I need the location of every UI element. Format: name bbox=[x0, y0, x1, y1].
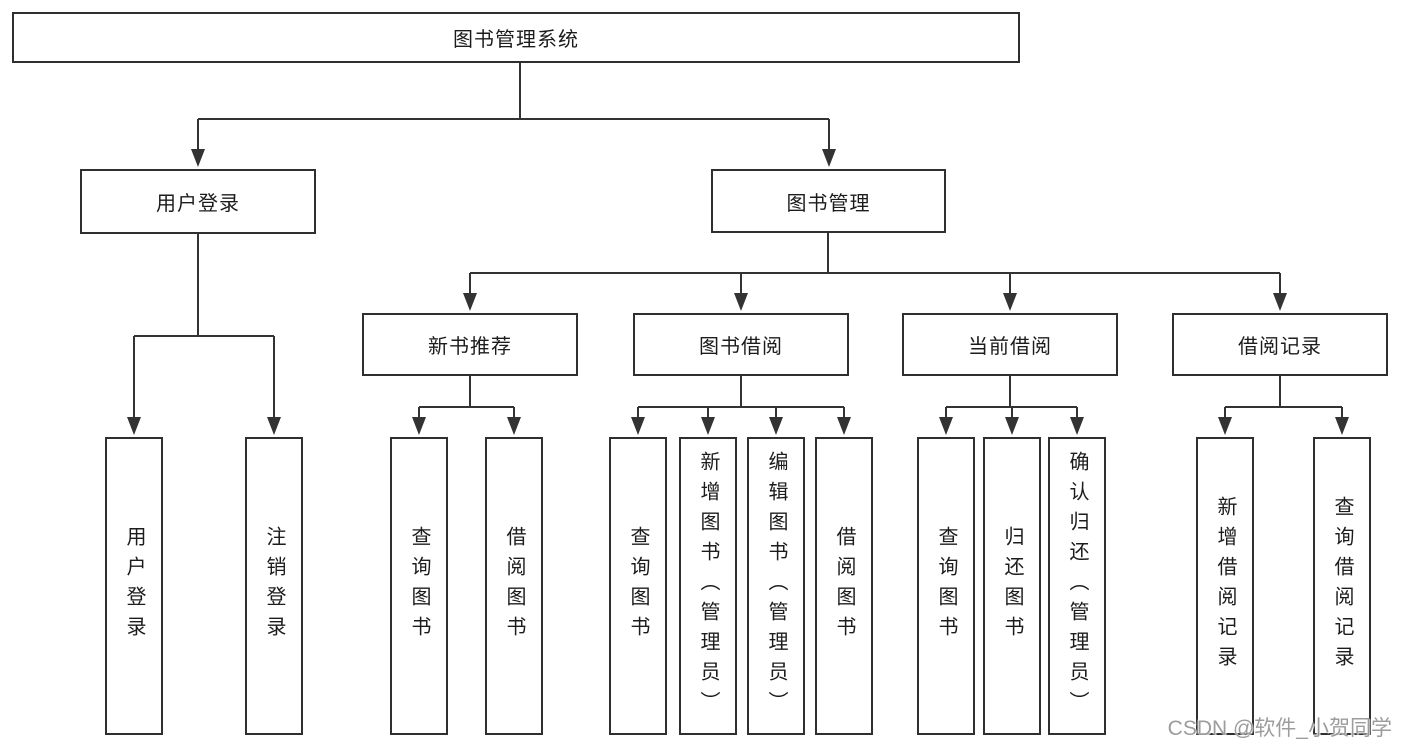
leaf-borrow-books-2-label: 借阅图书 bbox=[833, 526, 855, 646]
leaf-add-books-admin-label: 新增图书（管理员） bbox=[697, 451, 719, 721]
leaf-borrow-books-1-label: 借阅图书 bbox=[503, 526, 525, 646]
leaf-return-books: 归还图书 bbox=[983, 437, 1041, 735]
node-book-borrow: 图书借阅 bbox=[633, 313, 849, 376]
leaf-add-borrow-record: 新增借阅记录 bbox=[1196, 437, 1254, 735]
leaf-borrow-books-1: 借阅图书 bbox=[485, 437, 543, 735]
leaf-logout: 注销登录 bbox=[245, 437, 303, 735]
connector-user-login-to-leaves bbox=[127, 234, 281, 435]
leaf-query-books-1: 查询图书 bbox=[390, 437, 448, 735]
node-borrow-records: 借阅记录 bbox=[1172, 313, 1388, 376]
leaf-confirm-return-admin: 确认归还（管理员） bbox=[1048, 437, 1106, 735]
node-root-label: 图书管理系统 bbox=[453, 29, 579, 51]
node-new-book-recommend: 新书推荐 bbox=[362, 313, 578, 376]
node-root: 图书管理系统 bbox=[12, 12, 1020, 63]
connector-book-management-to-level3 bbox=[463, 233, 1287, 311]
node-book-borrow-label: 图书借阅 bbox=[699, 336, 783, 358]
leaf-query-borrow-record-label: 查询借阅记录 bbox=[1331, 496, 1353, 676]
leaf-query-books-2-label: 查询图书 bbox=[627, 526, 649, 646]
csdn-watermark: CSDN @软件_小贺同学 bbox=[1167, 717, 1392, 740]
leaf-query-borrow-record: 查询借阅记录 bbox=[1313, 437, 1371, 735]
leaf-user-login-label: 用户登录 bbox=[123, 526, 145, 646]
leaf-query-books-3-label: 查询图书 bbox=[935, 526, 957, 646]
connector-root-to-level2 bbox=[191, 63, 836, 167]
node-new-book-recommend-label: 新书推荐 bbox=[428, 336, 512, 358]
node-user-login-label: 用户登录 bbox=[156, 193, 240, 215]
node-borrow-records-label: 借阅记录 bbox=[1238, 336, 1322, 358]
leaf-user-login: 用户登录 bbox=[105, 437, 163, 735]
node-current-borrow-label: 当前借阅 bbox=[968, 336, 1052, 358]
node-book-management-label: 图书管理 bbox=[786, 192, 871, 215]
connector-current-borrow-to-leaves bbox=[939, 376, 1084, 435]
node-user-login: 用户登录 bbox=[80, 169, 316, 234]
leaf-borrow-books-2: 借阅图书 bbox=[815, 437, 873, 735]
leaf-edit-books-admin-label: 编辑图书（管理员） bbox=[765, 451, 787, 721]
connector-borrow-records-to-leaves bbox=[1218, 376, 1349, 435]
leaf-query-books-3: 查询图书 bbox=[917, 437, 975, 735]
leaf-query-books-1-label: 查询图书 bbox=[408, 526, 430, 646]
leaf-query-books-2: 查询图书 bbox=[609, 437, 667, 735]
leaf-add-books-admin: 新增图书（管理员） bbox=[679, 437, 737, 735]
leaf-return-books-label: 归还图书 bbox=[1001, 526, 1023, 646]
leaf-add-borrow-record-label: 新增借阅记录 bbox=[1214, 496, 1236, 676]
node-current-borrow: 当前借阅 bbox=[902, 313, 1118, 376]
leaf-confirm-return-admin-label: 确认归还（管理员） bbox=[1066, 451, 1088, 721]
leaf-edit-books-admin: 编辑图书（管理员） bbox=[747, 437, 805, 735]
connector-book-borrow-to-leaves bbox=[631, 376, 851, 435]
connector-new-book-recommend-to-leaves bbox=[412, 376, 521, 435]
node-book-management: 图书管理 bbox=[711, 169, 946, 233]
leaf-logout-label: 注销登录 bbox=[263, 526, 285, 646]
